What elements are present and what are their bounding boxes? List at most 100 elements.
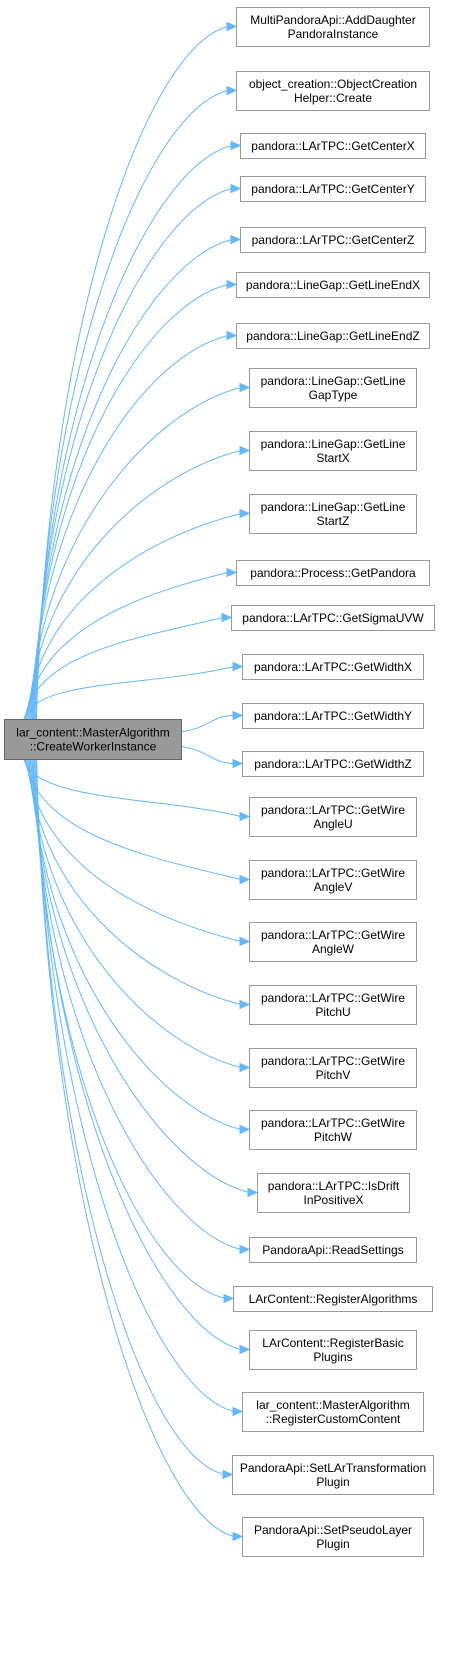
node-label-line: PandoraApi::SetLArTransformation	[240, 1461, 426, 1475]
call-edge	[23, 758, 242, 817]
callee-node[interactable]: object_creation::ObjectCreationHelper::C…	[236, 71, 430, 111]
node-label-line: Plugins	[313, 1350, 352, 1364]
arrowhead	[247, 1187, 259, 1198]
callee-node-box	[242, 654, 424, 680]
node-label-line: pandora::LineGap::GetLineEndZ	[246, 329, 419, 343]
callee-node[interactable]: pandora::LArTPC::GetWidthY	[242, 703, 424, 729]
node-label-line: pandora::LineGap::GetLine	[261, 374, 406, 388]
call-edge	[30, 335, 229, 720]
call-edge	[27, 758, 242, 1005]
node-label-line: LArContent::RegisterAlgorithms	[249, 1292, 418, 1306]
arrowhead	[221, 612, 233, 623]
call-edge	[27, 450, 242, 720]
call-edge	[31, 284, 229, 720]
node-label-line: InPositiveX	[303, 1193, 363, 1207]
callee-node[interactable]: PandoraApi::ReadSettings	[249, 1237, 417, 1263]
callee-node-box	[236, 272, 430, 298]
node-label-line: Helper::Create	[294, 91, 372, 105]
callee-node[interactable]: pandora::LArTPC::GetWidthX	[242, 654, 424, 680]
node-label-line: pandora::LArTPC::GetCenterX	[251, 139, 414, 153]
call-edge	[36, 26, 229, 720]
node-label-line: PandoraInstance	[288, 27, 379, 41]
callee-node-box	[249, 1330, 417, 1370]
arrowhead	[226, 330, 238, 341]
arrowhead	[232, 661, 244, 672]
callee-node-box	[232, 1455, 434, 1495]
callee-node[interactable]: pandora::LArTPC::GetCenterX	[240, 133, 426, 159]
node-label-line: PitchW	[314, 1130, 353, 1144]
arrowhead	[223, 1293, 235, 1304]
arrowhead	[232, 1406, 244, 1417]
callee-node[interactable]: pandora::LineGap::GetLineEndZ	[236, 323, 430, 349]
callee-node-box	[236, 323, 430, 349]
callee-node-box	[249, 922, 417, 962]
node-label-line: pandora::LArTPC::GetWidthX	[254, 660, 412, 674]
callee-node-box	[249, 368, 417, 408]
node-label-line: pandora::LineGap::GetLineEndX	[246, 278, 420, 292]
callee-node-box	[236, 560, 430, 586]
arrowhead	[226, 21, 238, 32]
arrowhead	[226, 85, 238, 96]
callee-node[interactable]: pandora::LArTPC::GetCenterY	[240, 176, 426, 202]
node-label-line: pandora::LArTPC::GetWidthZ	[254, 757, 411, 771]
node-label-line: lar_content::MasterAlgorithm	[256, 1398, 409, 1412]
call-edge	[33, 145, 233, 720]
callee-node[interactable]: LArContent::RegisterAlgorithms	[233, 1286, 433, 1312]
callee-node-box	[249, 860, 417, 900]
callee-node-box	[236, 71, 430, 111]
call-edge	[23, 666, 235, 720]
callee-node-box	[231, 605, 435, 631]
arrowhead	[239, 811, 251, 822]
node-label-line: PandoraApi::SetPseudoLayer	[254, 1523, 412, 1537]
callee-node-box	[249, 494, 417, 534]
node-label-line: pandora::LArTPC::GetWire	[261, 1116, 405, 1130]
node-label-line: pandora::LArTPC::IsDrift	[268, 1179, 400, 1193]
arrowhead	[239, 1244, 251, 1255]
callee-node-box	[249, 797, 417, 837]
call-edge	[34, 90, 229, 720]
callee-node-box	[236, 7, 430, 47]
node-label-line: StartZ	[317, 514, 350, 528]
node-label-line: pandora::LineGap::GetLine	[261, 437, 406, 451]
callee-node[interactable]: pandora::LineGap::GetLineEndX	[236, 272, 430, 298]
callee-node[interactable]: lar_content::MasterAlgorithm::RegisterCu…	[242, 1392, 424, 1432]
arrowhead	[239, 508, 251, 519]
callee-node-box	[249, 431, 417, 471]
arrowhead	[239, 936, 251, 947]
callee-node[interactable]: pandora::LArTPC::GetCenterZ	[240, 227, 426, 253]
callee-node[interactable]: pandora::LArTPC::GetWidthZ	[242, 751, 424, 777]
callee-node[interactable]: pandora::LArTPC::GetSigmaUVW	[231, 605, 435, 631]
node-label-line: ::CreateWorkerInstance	[30, 740, 157, 754]
arrowhead	[226, 279, 238, 290]
callee-node-box	[233, 1286, 433, 1312]
call-edge	[24, 758, 242, 880]
callee-node[interactable]: MultiPandoraApi::AddDaughterPandoraInsta…	[236, 7, 430, 47]
call-edges	[23, 21, 259, 1542]
arrowhead	[239, 1062, 251, 1073]
callee-node-box	[257, 1173, 410, 1213]
root-node[interactable]: lar_content::MasterAlgorithm::CreateWork…	[4, 719, 182, 760]
arrowhead	[239, 1344, 251, 1355]
callee-node-box	[249, 1048, 417, 1088]
callee-node-box	[240, 133, 426, 159]
call-edge	[32, 758, 242, 1250]
callee-node-box	[249, 985, 417, 1025]
arrowhead	[222, 1469, 234, 1480]
callee-node[interactable]: pandora::Process::GetPandora	[236, 560, 430, 586]
arrowhead	[230, 183, 242, 194]
call-edge	[24, 617, 224, 720]
callee-node-box	[242, 1517, 424, 1557]
